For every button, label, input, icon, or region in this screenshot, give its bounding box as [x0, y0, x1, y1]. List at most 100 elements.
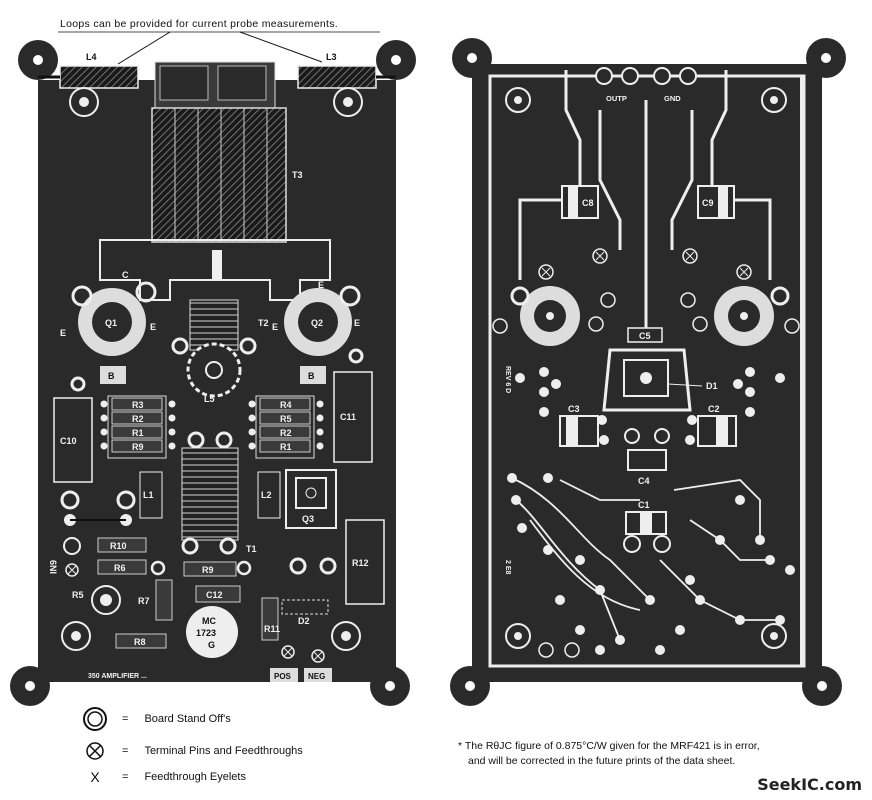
watermark: SeekIC.com	[757, 775, 862, 794]
footnote-line-2: and will be corrected in the future prin…	[468, 755, 736, 767]
board-bottom-text: 350 AMPLIFIER ...	[88, 673, 147, 680]
transistor-q3	[285, 469, 337, 529]
label-c11: C11	[340, 412, 356, 422]
side-text: 6NI	[48, 560, 58, 574]
label-r10: R10	[110, 541, 127, 551]
resistor-r10	[97, 537, 147, 553]
label-c1: C1	[638, 500, 650, 510]
resistor-r6	[97, 559, 147, 575]
label-b-right: B	[308, 371, 315, 381]
label-l2: L2	[261, 490, 272, 500]
board-standoff-icon	[61, 621, 91, 651]
label-r9: R9	[132, 442, 144, 452]
label-r2-right: R2	[280, 428, 292, 438]
label-r3: R3	[132, 400, 144, 410]
label-e-left: E	[60, 328, 66, 338]
label-l5: L5	[204, 394, 215, 404]
ic-line-1: MC	[202, 616, 216, 626]
terminal-pin-icon	[82, 738, 108, 764]
label-q2: Q2	[311, 318, 323, 328]
label-c5: C5	[639, 331, 651, 341]
loop-l3	[297, 65, 377, 89]
diode-d2	[281, 599, 329, 615]
legend-text: Feedthrough Eyelets	[144, 771, 246, 783]
probe-note: Loops can be provided for current probe …	[60, 18, 338, 30]
rev-text: REV 6 D	[504, 366, 511, 393]
label-r2: R2	[132, 414, 144, 424]
left-board: L4 L3 T3 C E Q1	[10, 40, 416, 706]
transformer-t2	[189, 299, 239, 351]
side-code: 2 E8	[504, 560, 511, 575]
footnote: * The RθJC figure of 0.875°C/W given for…	[458, 739, 858, 769]
resistor-r9	[183, 561, 237, 577]
label-c8: C8	[582, 198, 594, 208]
loop-l4	[59, 65, 139, 89]
inductor-l5	[186, 342, 242, 398]
label-d1: D1	[706, 381, 718, 391]
label-r7: R7	[138, 596, 150, 606]
transformer-t1	[181, 447, 239, 541]
legend-equals: =	[122, 745, 129, 757]
label-r1-right: R1	[280, 442, 292, 452]
label-r11: R11	[264, 624, 280, 634]
board-standoff-icon	[333, 87, 363, 117]
label-c12: C12	[206, 590, 223, 600]
legend-text: Terminal Pins and Feedthroughs	[144, 745, 303, 757]
label-r9-lower: R9	[202, 565, 214, 575]
legend-equals: =	[122, 771, 129, 783]
capacitor-c12	[195, 585, 241, 603]
label-t2: T2	[258, 318, 269, 328]
transformer-t3	[151, 107, 287, 243]
inductor-l1	[139, 471, 163, 519]
potentiometer-r5	[91, 585, 121, 615]
legend-row-eyelet: X = Feedthrough Eyelets	[82, 764, 246, 790]
label-t1: T1	[246, 544, 257, 554]
feedthrough-eyelet-icon: X	[90, 769, 100, 785]
label-r12: R12	[352, 558, 369, 568]
label-neg: NEG	[308, 672, 325, 681]
resistor-r11	[261, 597, 279, 641]
label-c2: C2	[708, 404, 720, 414]
label-e-mid-left: E	[150, 322, 156, 332]
legend-equals: =	[122, 713, 129, 725]
capacitor-c4	[627, 449, 667, 471]
board-standoff-icon	[69, 87, 99, 117]
resistor-bank-left: R3 R2 R1 R9	[100, 395, 176, 459]
label-r1: R1	[132, 428, 144, 438]
capacitor-c10	[53, 397, 93, 483]
board-standoff-icon	[82, 706, 108, 732]
label-l3: L3	[326, 52, 337, 62]
legend-row-terminal: = Terminal Pins and Feedthroughs	[82, 738, 303, 764]
label-q3: Q3	[302, 514, 314, 524]
label-c-left: C	[122, 270, 129, 280]
label-t3: T3	[292, 170, 303, 180]
ic-mc1723	[186, 606, 238, 658]
label-e-right: E	[354, 318, 360, 328]
footnote-line-1: * The RθJC figure of 0.875°C/W given for…	[458, 740, 760, 752]
legend-row-standoff: = Board Stand Off's	[82, 706, 231, 732]
label-l1: L1	[143, 490, 154, 500]
inductor-l2	[257, 471, 281, 519]
label-r6: R6	[114, 563, 126, 573]
label-l4: L4	[86, 52, 97, 62]
label-c9: C9	[702, 198, 714, 208]
label-e-mid-right: E	[272, 322, 278, 332]
label-b-left: B	[108, 371, 115, 381]
capacitor-c11	[333, 371, 373, 463]
label-c4: C4	[638, 476, 650, 486]
label-outp: OUTP	[606, 94, 627, 103]
label-r5: R5	[72, 590, 84, 600]
label-pos: POS	[274, 672, 292, 681]
label-e-top: E	[318, 280, 324, 290]
label-d2: D2	[298, 616, 310, 626]
label-r8: R8	[134, 637, 146, 647]
ic-line-3: G	[208, 640, 215, 650]
label-c10: C10	[60, 436, 77, 446]
label-c3: C3	[568, 404, 580, 414]
ic-line-2: 1723	[196, 628, 216, 638]
label-gnd: GND	[664, 94, 681, 103]
resistor-r12	[345, 519, 385, 605]
right-board: OUTP GND C8 C9	[450, 38, 846, 706]
resistor-bank-right: R4 R5 R2 R1	[248, 395, 324, 459]
